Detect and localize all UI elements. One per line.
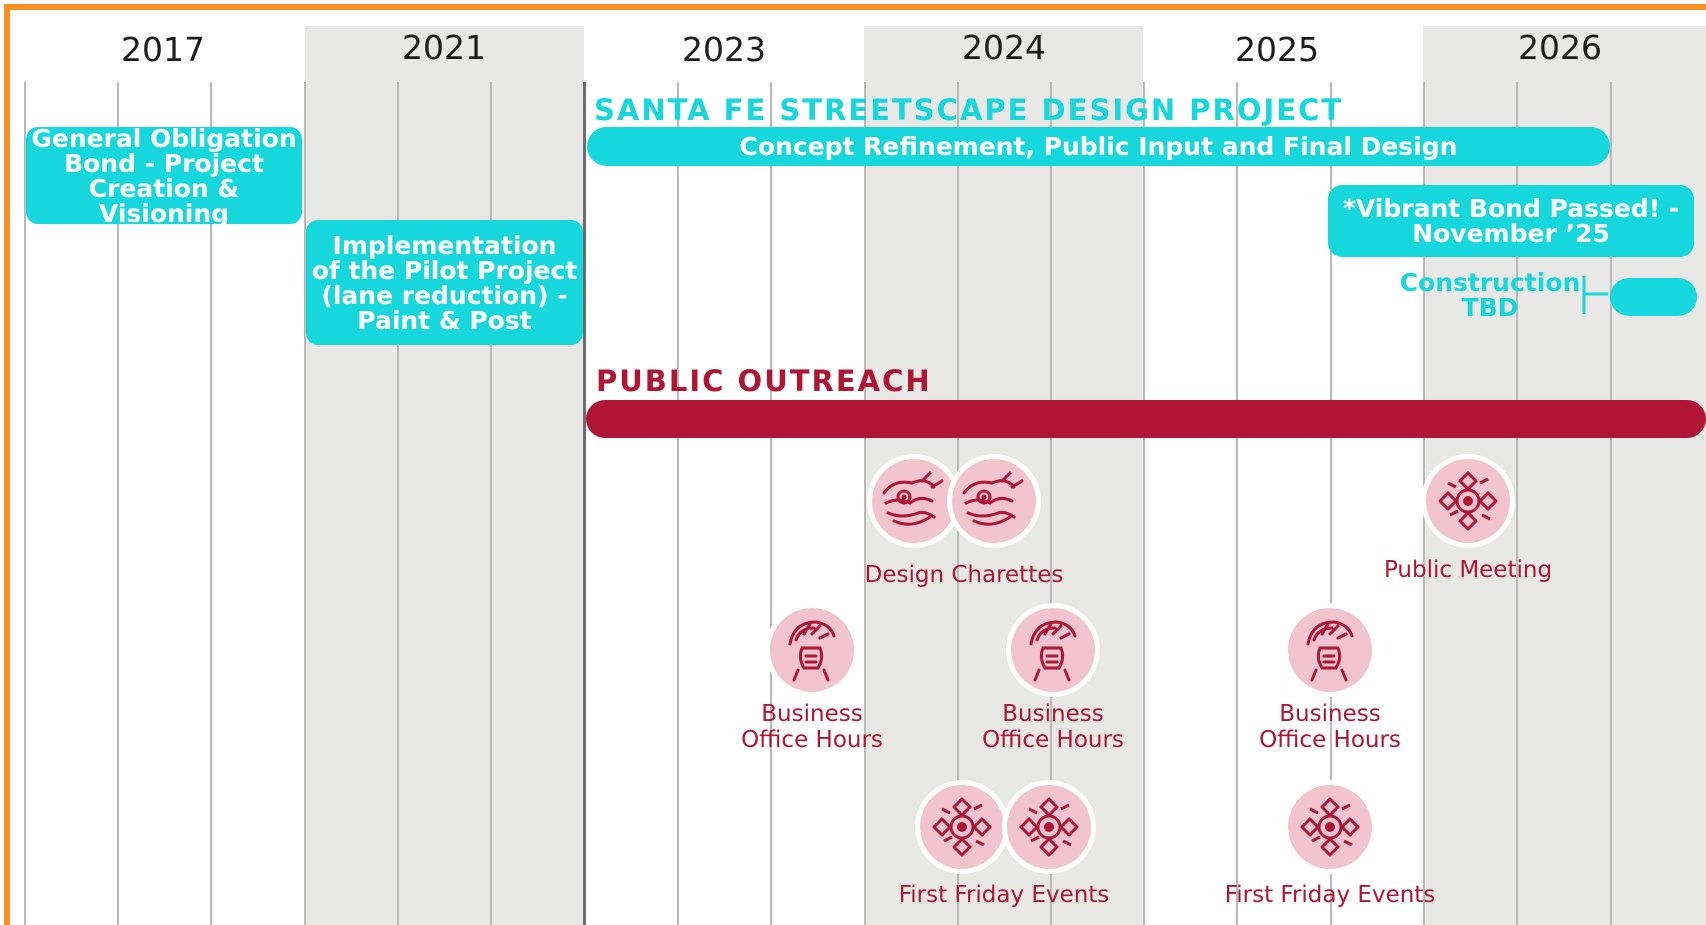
year-label-2023: 2023	[682, 30, 766, 69]
grid-line	[490, 82, 492, 925]
grid-line	[1050, 82, 1052, 925]
grid-line	[1516, 82, 1518, 925]
grid-line	[864, 82, 866, 925]
grid-line	[1236, 82, 1238, 925]
year-label-2024: 2024	[962, 28, 1046, 67]
grid-line	[770, 82, 772, 925]
vibrant-bond-milestone: *Vibrant Bond Passed! - November ’25	[1328, 185, 1694, 257]
warrior-head-icon	[1281, 601, 1379, 699]
grid-line	[677, 82, 679, 925]
public-meeting-label: Public Meeting	[1383, 557, 1553, 583]
business-office-hours-label: Business Office Hours	[741, 701, 883, 754]
sun-emblem-icon	[913, 778, 1011, 876]
sun-emblem-icon	[1281, 778, 1379, 876]
warrior-head-icon	[763, 601, 861, 699]
business-office-hours-label: Business Office Hours	[982, 701, 1124, 754]
grid-line	[24, 82, 26, 925]
sun-emblem-icon	[1419, 452, 1517, 550]
construction-label: Construction TBD	[1399, 268, 1581, 322]
outreach-bar	[586, 400, 1706, 438]
pilot-project-milestone: Implementation of the Pilot Project (lan…	[306, 220, 583, 345]
column-shade	[305, 26, 584, 925]
year-label-2025: 2025	[1235, 30, 1319, 69]
outreach-heading: PUBLIC OUTREACH	[596, 364, 932, 398]
project-heading: SANTA FE STREETSCAPE DESIGN PROJECT	[594, 93, 1344, 127]
grid-line	[1330, 82, 1332, 925]
grid-line	[210, 82, 212, 925]
grid-line	[117, 82, 119, 925]
grid-line	[1143, 82, 1145, 925]
warrior-head-icon	[1004, 601, 1102, 699]
year-label-2017: 2017	[121, 30, 205, 69]
first-friday-events-label: First Friday Events	[1224, 882, 1436, 908]
construction-bracket	[1582, 276, 1608, 314]
grid-line-divider	[583, 82, 586, 925]
grid-line	[397, 82, 399, 925]
year-label-2021: 2021	[402, 28, 486, 67]
construction-bar	[1610, 278, 1697, 316]
grid-line	[304, 82, 306, 925]
concept-refinement-bar: Concept Refinement, Public Input and Fin…	[587, 127, 1610, 166]
business-office-hours-label: Business Office Hours	[1259, 701, 1401, 754]
design-charettes-label: Design Charettes	[864, 562, 1064, 588]
dragon-mask-icon	[945, 452, 1043, 550]
sun-emblem-icon	[1000, 778, 1098, 876]
first-friday-events-label: First Friday Events	[898, 882, 1110, 908]
go-bond-milestone: General Obligation Bond - Project Creati…	[26, 126, 302, 226]
year-label-2026: 2026	[1518, 28, 1602, 67]
grid-line	[1610, 82, 1612, 925]
